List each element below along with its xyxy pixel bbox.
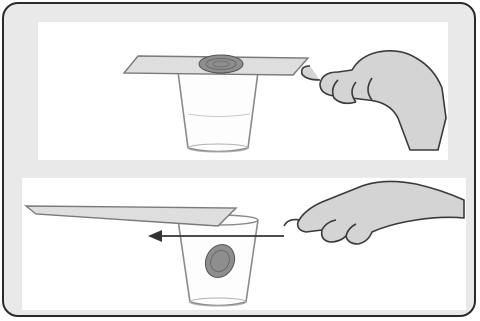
hand-bottom [284,181,464,244]
cup-top [178,72,258,152]
coin-top [199,55,243,73]
panel-step-1-illustration [38,22,448,160]
diagram-frame [2,2,476,317]
card-bottom [26,206,236,226]
hand-top [302,51,446,150]
panel-step-2 [22,178,466,310]
panel-step-2-illustration [22,178,466,310]
panel-step-1 [38,22,448,160]
